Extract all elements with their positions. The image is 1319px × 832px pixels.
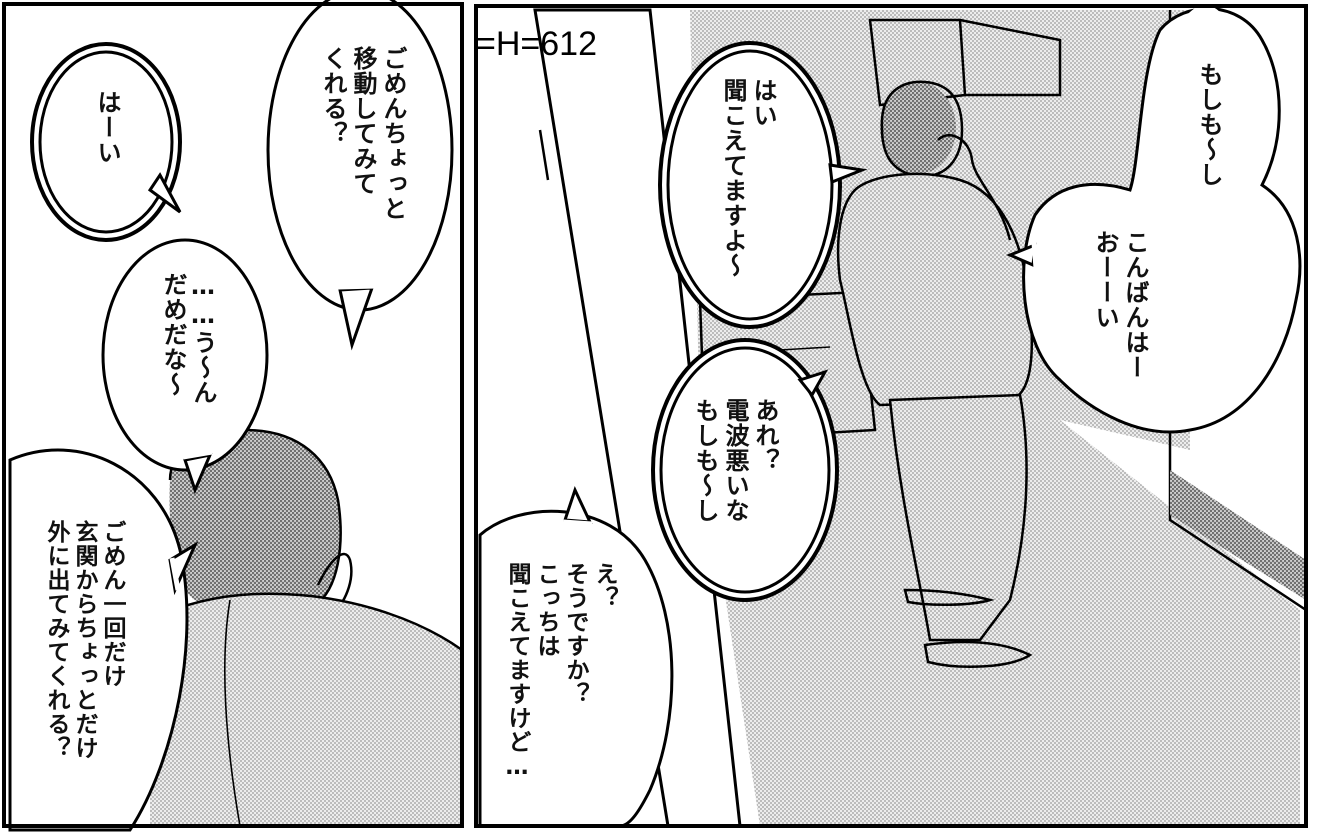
bubble-outside xyxy=(8,448,199,832)
floor xyxy=(700,420,1300,826)
left-panel xyxy=(2,0,464,832)
dialogue-haai: はーい xyxy=(93,90,121,165)
bubble-move xyxy=(266,0,454,351)
right-man-figure xyxy=(836,80,1034,668)
bubble-soudesuka xyxy=(478,485,674,828)
right-panel xyxy=(474,4,1308,828)
bubble-moshimoshi-group xyxy=(1006,5,1302,434)
dialogue-soudesuka: え？ そうですか？ こっちは 聞こえてますけど… xyxy=(504,562,617,781)
right-panel-border xyxy=(474,4,1308,828)
dialogue-moshimoshi: もしも～し xyxy=(1195,62,1223,187)
dialogue-dame: ……う～ん だめだな～ xyxy=(159,272,217,405)
dialogue-move: ごめんちょっと 移動してみて くれる？ xyxy=(319,46,407,221)
left-man-figure xyxy=(149,428,463,827)
bubble-denpa xyxy=(651,338,839,602)
bubble-dame xyxy=(101,238,269,495)
dialogue-denpa: あれ？ 電波悪いな もしも～し xyxy=(691,398,779,523)
dialogue-konbanwa: こんばんはー おーーい xyxy=(1091,230,1149,380)
left-panel-border xyxy=(2,2,464,828)
bubble-haai xyxy=(30,42,182,242)
dialogue-outside: ごめん一回だけ 玄関からちょっとだけ 外に出てみてくれる？ xyxy=(43,520,125,760)
bubble-kikoeteru xyxy=(658,41,868,329)
overlay-marker-label: =H=612 xyxy=(476,25,597,63)
dialogue-kikoeteru: はい 聞こえてますよ～ xyxy=(719,78,777,278)
